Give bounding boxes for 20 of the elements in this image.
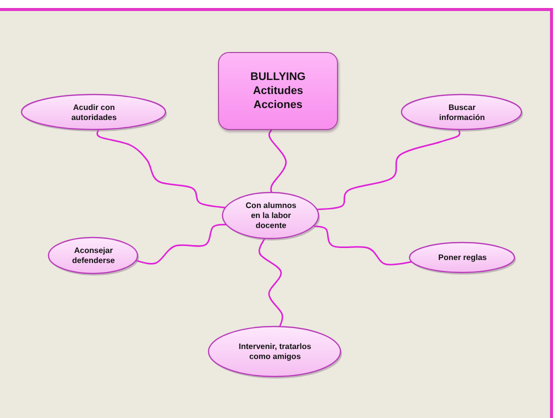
connector-line [268,130,287,194]
title-text: BULLYING Actitudes Acciones [250,70,306,112]
node-label: Aconsejar defenderse [71,246,116,266]
topic-ellipse [408,241,517,275]
connector-line [258,238,284,328]
topic-ellipse [20,93,168,132]
connector-line [96,130,226,209]
title-box [218,52,338,130]
node-label: Acudir con autoridades [70,102,118,122]
topic-ellipse [221,191,321,241]
node-label: Intervenir, tratarlos como amigos [238,342,312,362]
connector-line [314,225,412,266]
connector-line [136,224,226,264]
node-label: Con alumnos en la labor docente [244,201,298,231]
topic-ellipse [47,236,140,276]
node-label: Buscar información [438,102,486,122]
topic-ellipse [207,325,343,379]
connector-line [317,130,460,210]
topic-ellipse [400,93,524,132]
node-label: Poner reglas [438,253,487,263]
